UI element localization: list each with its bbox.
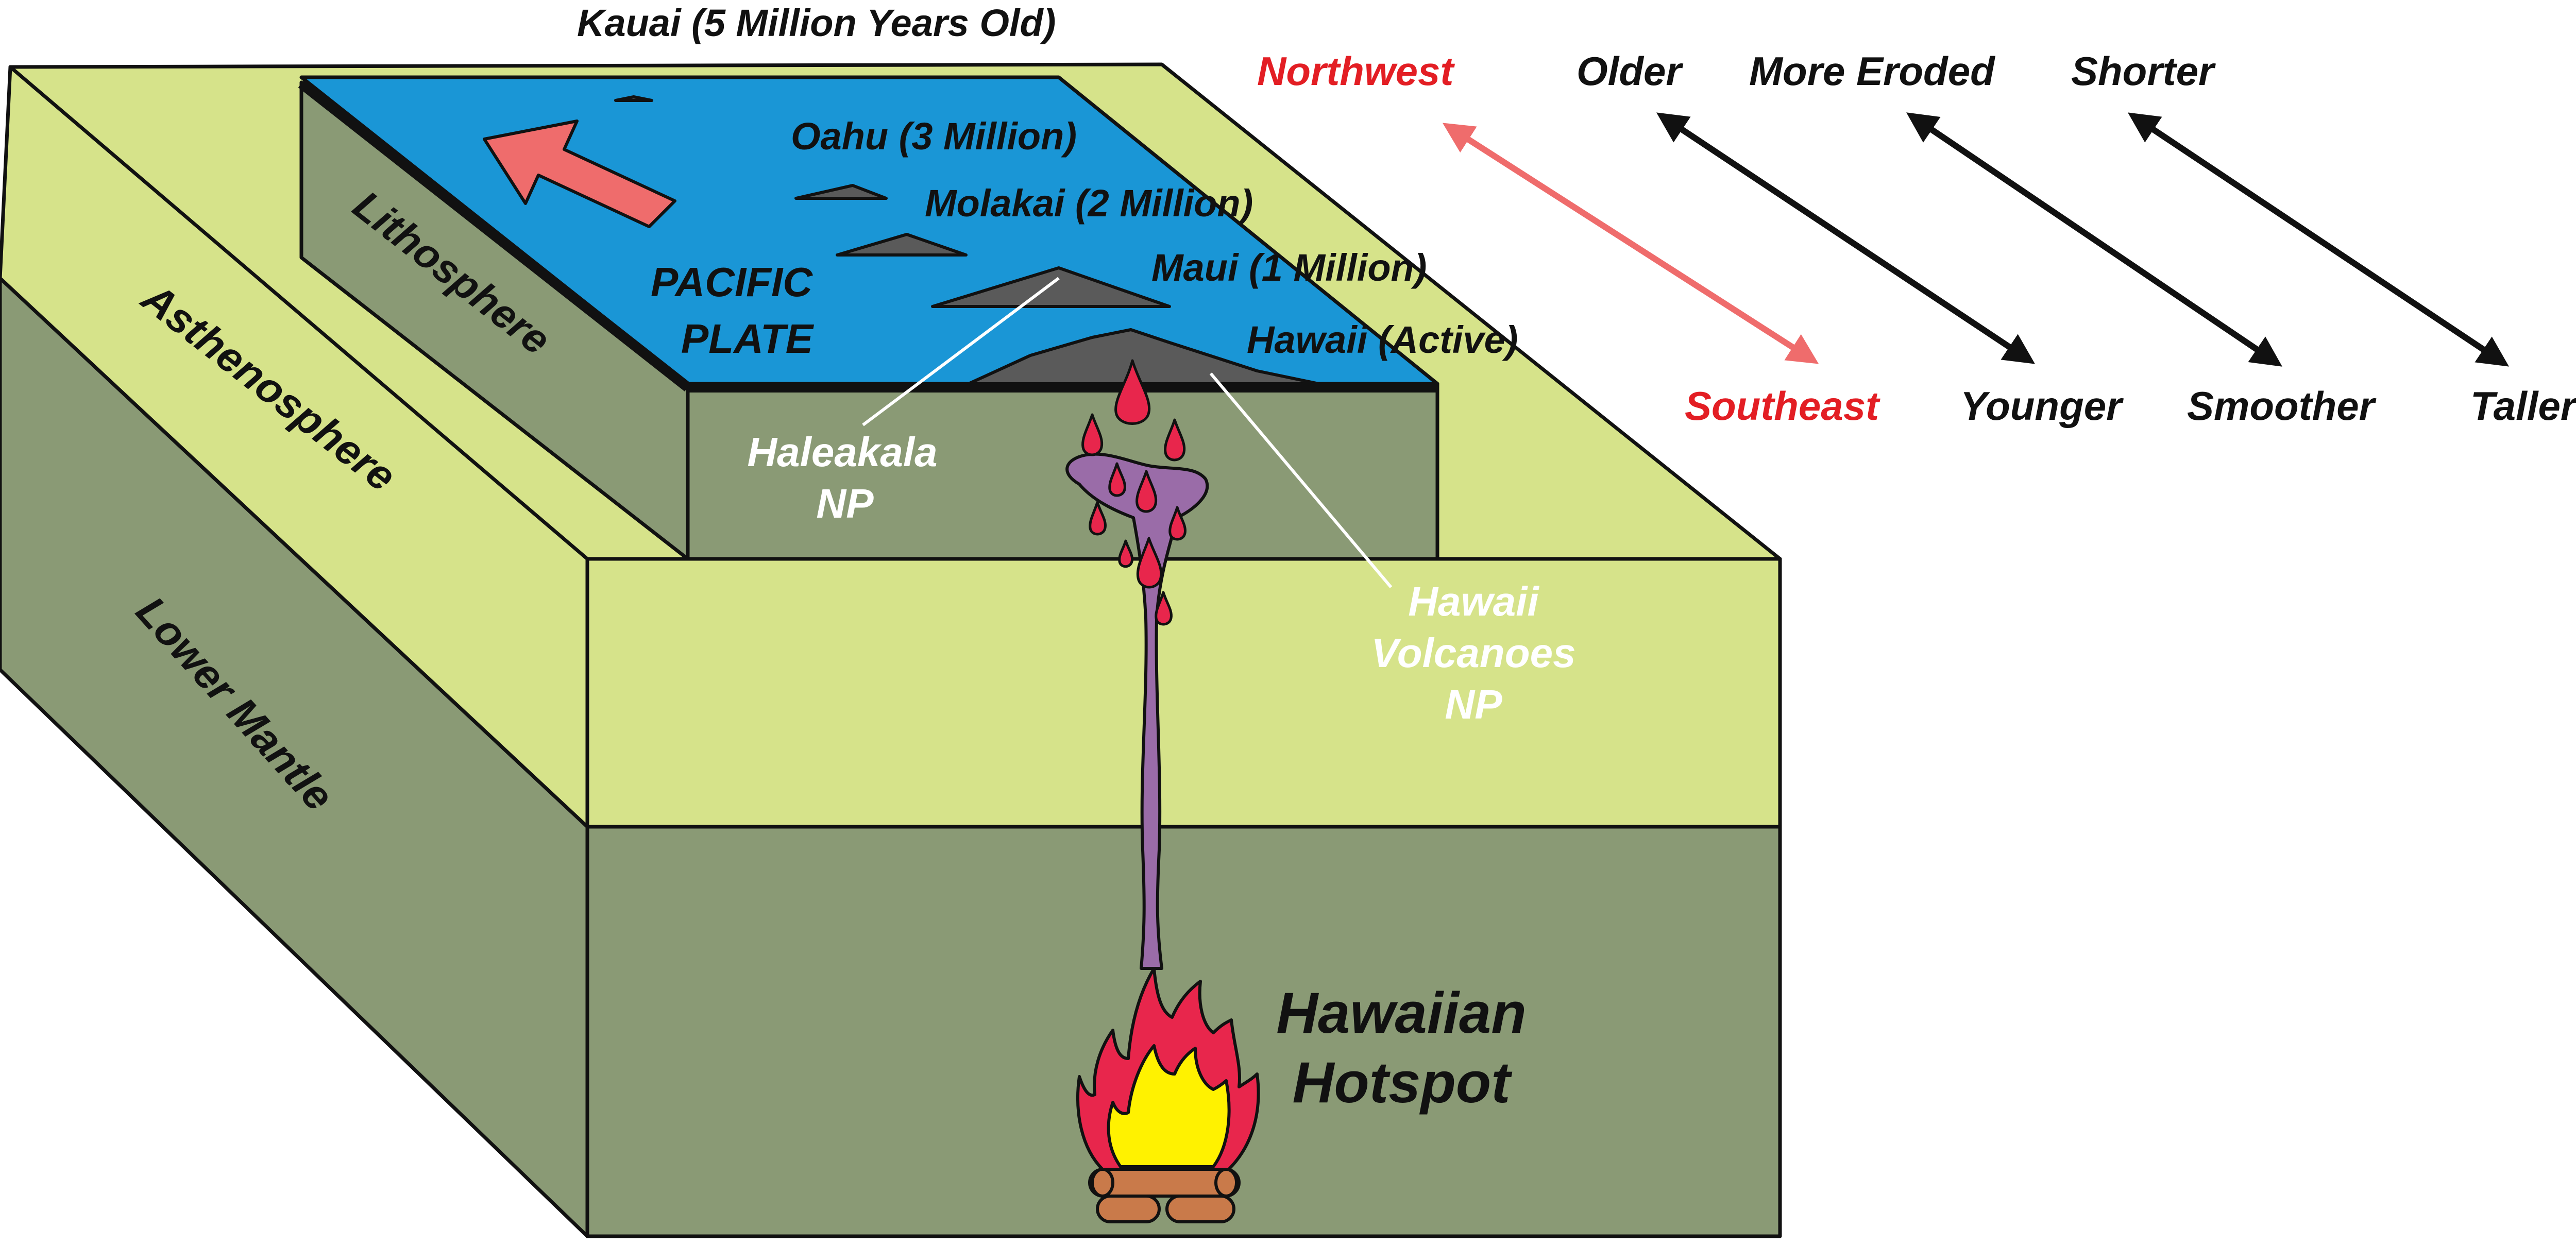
volcanoes-label-line3: NP xyxy=(1445,681,1502,727)
magma-drop xyxy=(1136,537,1163,589)
haleakala-label-line1: Haleakala xyxy=(747,429,937,475)
magma-drop xyxy=(1164,418,1186,462)
eroded-smoother-arrow xyxy=(1906,112,2282,367)
pacific-plate-label-line1: PACIFIC xyxy=(651,259,813,305)
haleakala-label-line2: NP xyxy=(816,481,874,526)
hotspot-label-line2: Hotspot xyxy=(1292,1050,1513,1115)
older-younger-arrow xyxy=(1656,112,2035,364)
molakai-label: Molakai (2 Million) xyxy=(925,182,1253,225)
plate-motion-arrow xyxy=(483,120,676,228)
volcanoes-label-line1: Hawaii xyxy=(1408,578,1539,624)
fire-logs xyxy=(1088,1168,1241,1223)
volcanoes-pointer-line xyxy=(1209,372,1393,588)
molakai-volcano xyxy=(836,233,968,257)
taller-label: Taller xyxy=(2470,383,2576,429)
log xyxy=(1088,1168,1241,1198)
magma-drops xyxy=(1081,359,1187,626)
hawaii-volcano xyxy=(967,328,1320,385)
magma-drop xyxy=(1155,591,1173,626)
magma-drop xyxy=(1081,413,1104,456)
log-end xyxy=(1091,1168,1114,1198)
maui-label: Maui (1 Million) xyxy=(1151,246,1427,289)
magma-drop xyxy=(1108,462,1126,497)
plate-edge-left xyxy=(298,79,691,391)
magma-drop xyxy=(1136,470,1158,513)
hotspot-label-line1: Hawaiian xyxy=(1276,981,1527,1045)
log xyxy=(1096,1195,1161,1223)
shorter-label: Shorter xyxy=(2071,48,2216,94)
pacific-plate-label-line2: PLATE xyxy=(681,316,815,362)
log-end xyxy=(1214,1168,1238,1198)
southeast-label: Southeast xyxy=(1685,383,1880,429)
mantle-plume xyxy=(1065,452,1209,970)
asthenosphere-front-face xyxy=(585,557,1782,829)
flame-inner xyxy=(1107,1044,1231,1168)
maui-volcano xyxy=(931,266,1171,308)
northwest-label: Northwest xyxy=(1257,48,1455,94)
oahu-volcano xyxy=(794,184,888,200)
log xyxy=(1165,1195,1235,1223)
oahu-label: Oahu (3 Million) xyxy=(791,115,1077,158)
hawaii-label: Hawaii (Active) xyxy=(1247,318,1518,361)
magma-drop xyxy=(1168,506,1187,541)
volcanoes-label-line2: Volcanoes xyxy=(1371,630,1575,676)
older-label: Older xyxy=(1577,48,1683,94)
lithosphere-front-face xyxy=(686,382,1439,561)
magma-drop xyxy=(1118,539,1134,568)
magma-drop xyxy=(1114,359,1151,425)
shorter-taller-arrow xyxy=(2128,112,2509,367)
hotspot-fire xyxy=(1076,967,1260,1171)
volcano-chain xyxy=(614,95,1320,385)
kauai-volcano xyxy=(614,95,653,102)
haleakala-pointer-line xyxy=(862,277,1060,427)
magma-drop xyxy=(1089,501,1107,536)
kauai-label: Kauai (5 Million Years Old) xyxy=(577,2,1056,44)
more-eroded-label: More Eroded xyxy=(1749,48,1995,94)
smoother-label: Smoother xyxy=(2187,383,2377,429)
younger-label: Younger xyxy=(1960,383,2124,429)
